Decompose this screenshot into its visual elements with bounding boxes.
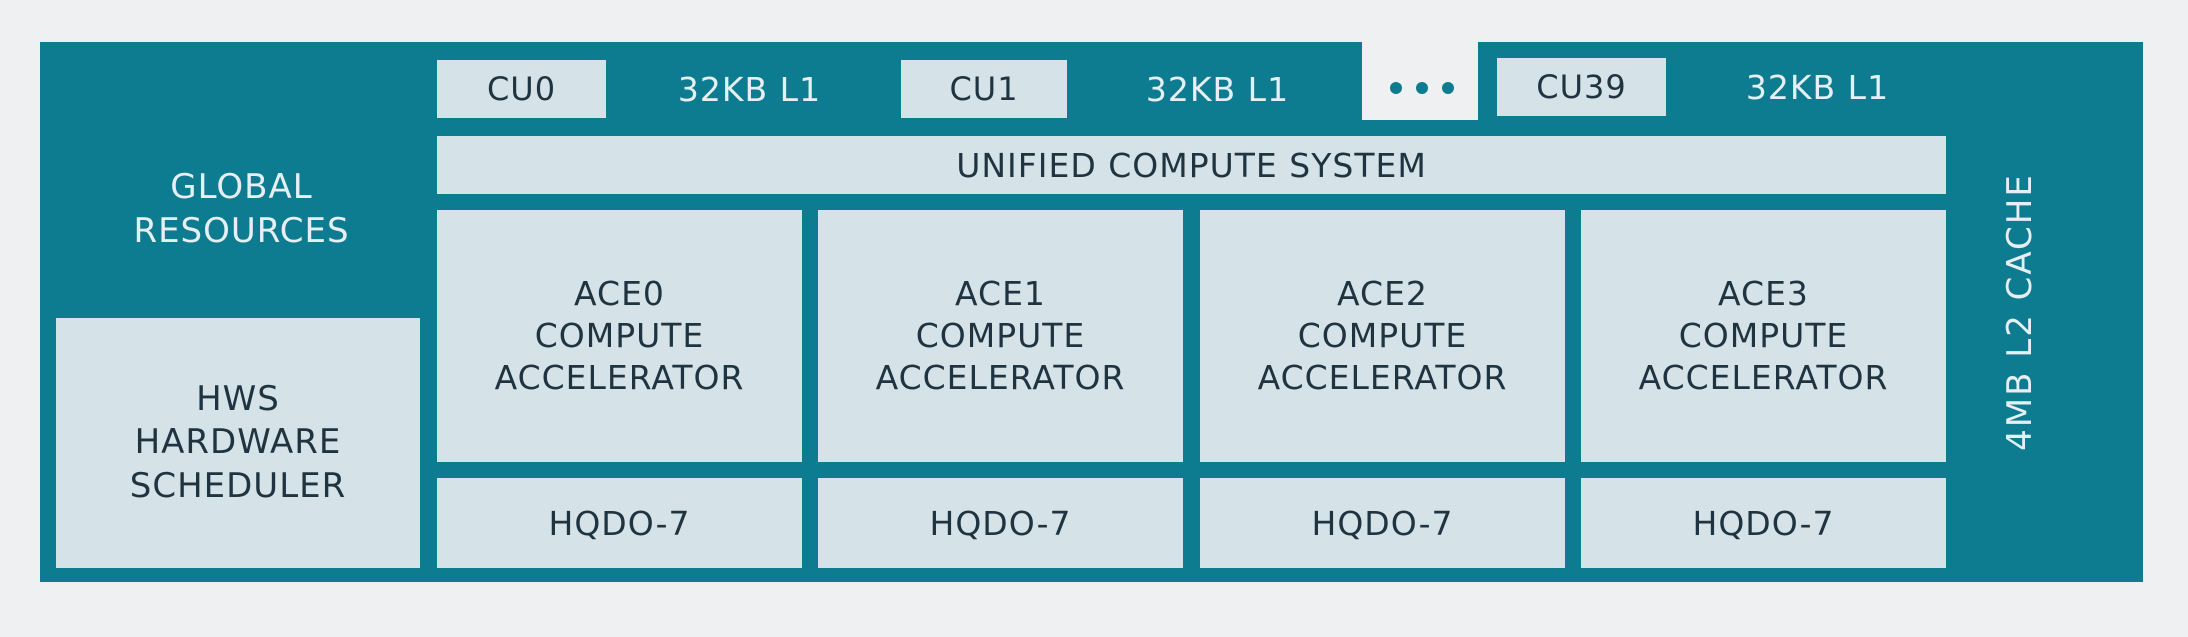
hqd-box-ace2: HQDO-7 <box>1200 478 1565 568</box>
ace0-box: ACE0 COMPUTE ACCELERATOR <box>437 210 802 462</box>
cu39-box: CU39 <box>1497 58 1666 116</box>
hqd-box-ace3: HQDO-7 <box>1581 478 1946 568</box>
global-resources-label: GLOBAL RESOURCES <box>133 167 350 251</box>
cu1-l1-label: 32KB L1 <box>1145 69 1290 109</box>
ace3-box: ACE3 COMPUTE ACCELERATOR <box>1581 210 1946 462</box>
cu1-box: CU1 <box>901 60 1067 118</box>
ellipsis-dot <box>1442 82 1454 94</box>
hqd-box-ace0: HQDO-7 <box>437 478 802 568</box>
hqd-box-ace1: HQDO-7 <box>818 478 1183 568</box>
cu0-box: CU0 <box>437 60 606 118</box>
cu39-l1-label: 32KB L1 <box>1745 67 1890 107</box>
ellipsis-dot <box>1416 82 1428 94</box>
cu0-l1-label: 32KB L1 <box>677 69 822 109</box>
hws-hardware-scheduler: HWS HARDWARE SCHEDULER <box>56 318 420 568</box>
ace1-box: ACE1 COMPUTE ACCELERATOR <box>818 210 1183 462</box>
unified-compute-system: UNIFIED COMPUTE SYSTEM <box>437 136 1946 194</box>
ace2-box: ACE2 COMPUTE ACCELERATOR <box>1200 210 1565 462</box>
ellipsis-icon <box>1366 40 1478 118</box>
l2-cache-label: 4MB L2 CACHE <box>1955 42 2085 582</box>
l2-cache-text: 4MB L2 CACHE <box>2000 173 2041 451</box>
ellipsis-dot <box>1390 82 1402 94</box>
